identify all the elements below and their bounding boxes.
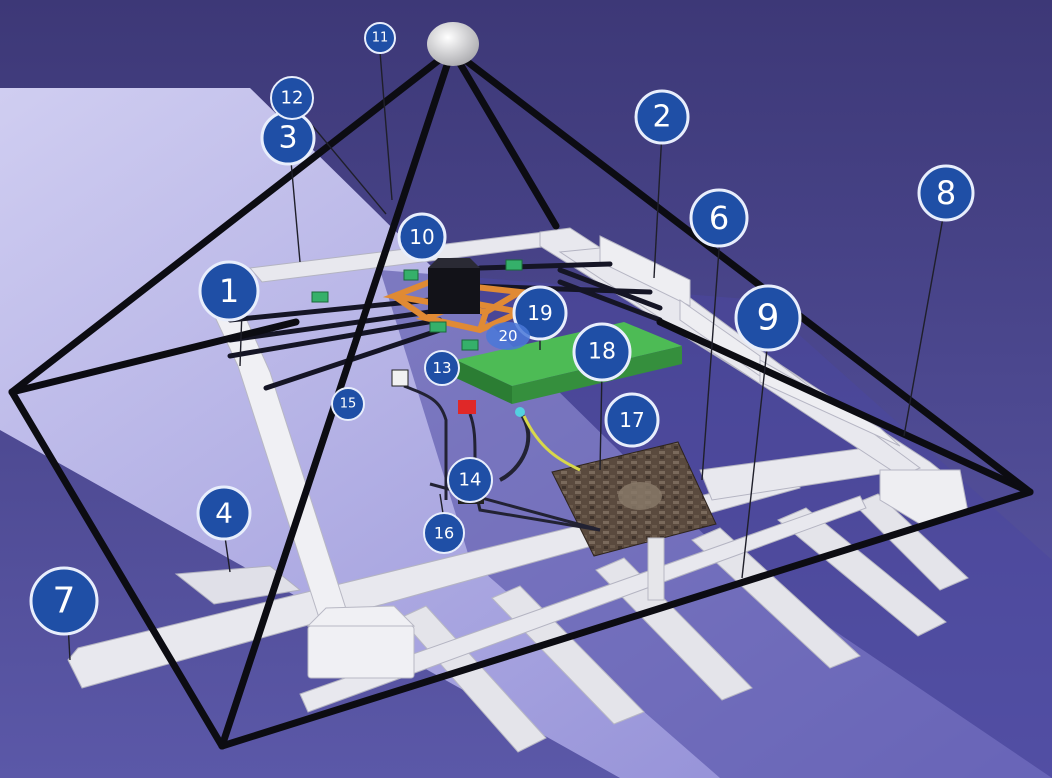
svg-text:10: 10 xyxy=(409,225,434,249)
svg-text:7: 7 xyxy=(53,581,76,622)
leader-lines xyxy=(67,51,945,661)
callout-19: 19 xyxy=(512,285,568,341)
svg-text:16: 16 xyxy=(434,524,454,543)
svg-text:13: 13 xyxy=(432,359,451,377)
callout-17: 17 xyxy=(604,392,660,448)
svg-text:18: 18 xyxy=(588,340,616,365)
callout-12: 12 xyxy=(270,76,314,120)
callout-15: 15 xyxy=(331,387,365,421)
svg-text:19: 19 xyxy=(527,301,552,325)
svg-text:11: 11 xyxy=(372,31,389,46)
stone-post xyxy=(647,537,665,601)
svg-text:9: 9 xyxy=(757,298,780,339)
svg-text:12: 12 xyxy=(281,88,304,109)
callout-13: 13 xyxy=(424,350,460,386)
callout-4: 4 xyxy=(196,485,252,541)
callout-6: 6 xyxy=(689,188,749,248)
svg-text:3: 3 xyxy=(278,121,297,156)
callout-7: 7 xyxy=(29,566,99,636)
control-box xyxy=(428,268,480,314)
callout-3: 3 xyxy=(260,110,316,166)
svg-text:1: 1 xyxy=(219,272,239,310)
svg-text:6: 6 xyxy=(709,199,729,237)
callout-20: 20 xyxy=(486,322,530,350)
callout-16: 16 xyxy=(423,512,465,554)
sensor-box-15 xyxy=(391,369,409,387)
callout-1: 1 xyxy=(198,260,260,322)
stone-hole xyxy=(618,482,662,510)
cyan-node xyxy=(515,407,525,417)
svg-text:8: 8 xyxy=(936,174,956,212)
svg-text:4: 4 xyxy=(215,497,233,530)
callout-9: 9 xyxy=(734,284,802,352)
apex-cap xyxy=(427,22,479,66)
callout-10: 10 xyxy=(397,212,447,262)
svg-text:15: 15 xyxy=(340,397,357,412)
svg-text:14: 14 xyxy=(459,470,482,491)
red-module xyxy=(458,400,476,414)
callout-14: 14 xyxy=(447,457,493,503)
callout-18: 18 xyxy=(572,322,632,382)
callout-8: 8 xyxy=(917,164,975,222)
ground-sleepers xyxy=(399,493,969,753)
svg-text:2: 2 xyxy=(652,100,671,135)
svg-text:20: 20 xyxy=(498,327,517,345)
svg-text:17: 17 xyxy=(619,408,644,432)
green-connectors xyxy=(311,259,523,351)
callout-11: 11 xyxy=(364,22,396,54)
callout-2: 2 xyxy=(634,89,690,145)
